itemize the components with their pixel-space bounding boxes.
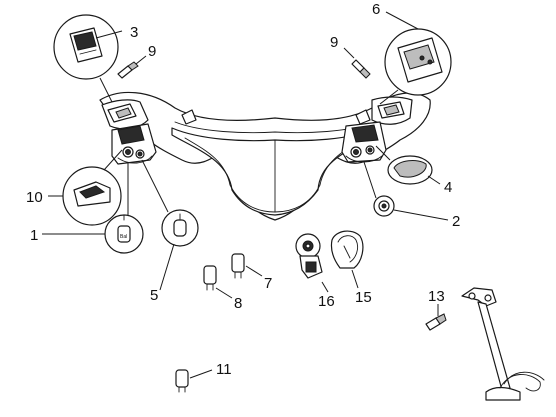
callout-labels: 3 9 6 9 4 2 10 1 5 7 8 16 15 13 11: [26, 1, 460, 378]
part-10-detail: [48, 149, 123, 226]
part-9-bulb-left: [117, 55, 147, 79]
callout-11: 11: [216, 361, 232, 378]
callout-15: 16: [318, 293, 335, 310]
callout-3: 3: [130, 24, 138, 41]
callout-7: 7: [264, 275, 272, 292]
callout-1: 1: [30, 227, 38, 244]
part-2-detail: [363, 161, 449, 221]
callout-8: 8: [234, 295, 242, 312]
callout-6: 6: [372, 1, 380, 18]
part-9-bulb-right: [343, 47, 371, 79]
callout-16: 15: [355, 289, 372, 306]
part-7-component: [231, 253, 263, 279]
part-3-detail: [53, 14, 123, 103]
callout-13: 13: [428, 288, 445, 305]
part-5-detail: [141, 159, 199, 291]
part-4-detail: [375, 145, 441, 185]
part-16-lock-cover: [330, 230, 364, 289]
callout-2: 2: [452, 213, 460, 230]
callout-4: 4: [444, 179, 452, 196]
part-8-component: [203, 265, 233, 299]
switch-text: Bal: [120, 234, 127, 240]
callout-10: 10: [26, 189, 43, 206]
side-stand: [461, 287, 545, 401]
handlebar-cover: [99, 91, 431, 221]
part-11-component: [175, 369, 213, 393]
callout-9-left: 9: [148, 43, 156, 60]
part-6-detail: [379, 11, 452, 105]
callout-9-right: 9: [330, 34, 338, 51]
callout-5: 5: [150, 287, 158, 304]
part-13-bulb: [425, 304, 447, 331]
part-1-detail: Bal: [42, 162, 144, 254]
part-15-ignition-switch: [295, 233, 329, 293]
